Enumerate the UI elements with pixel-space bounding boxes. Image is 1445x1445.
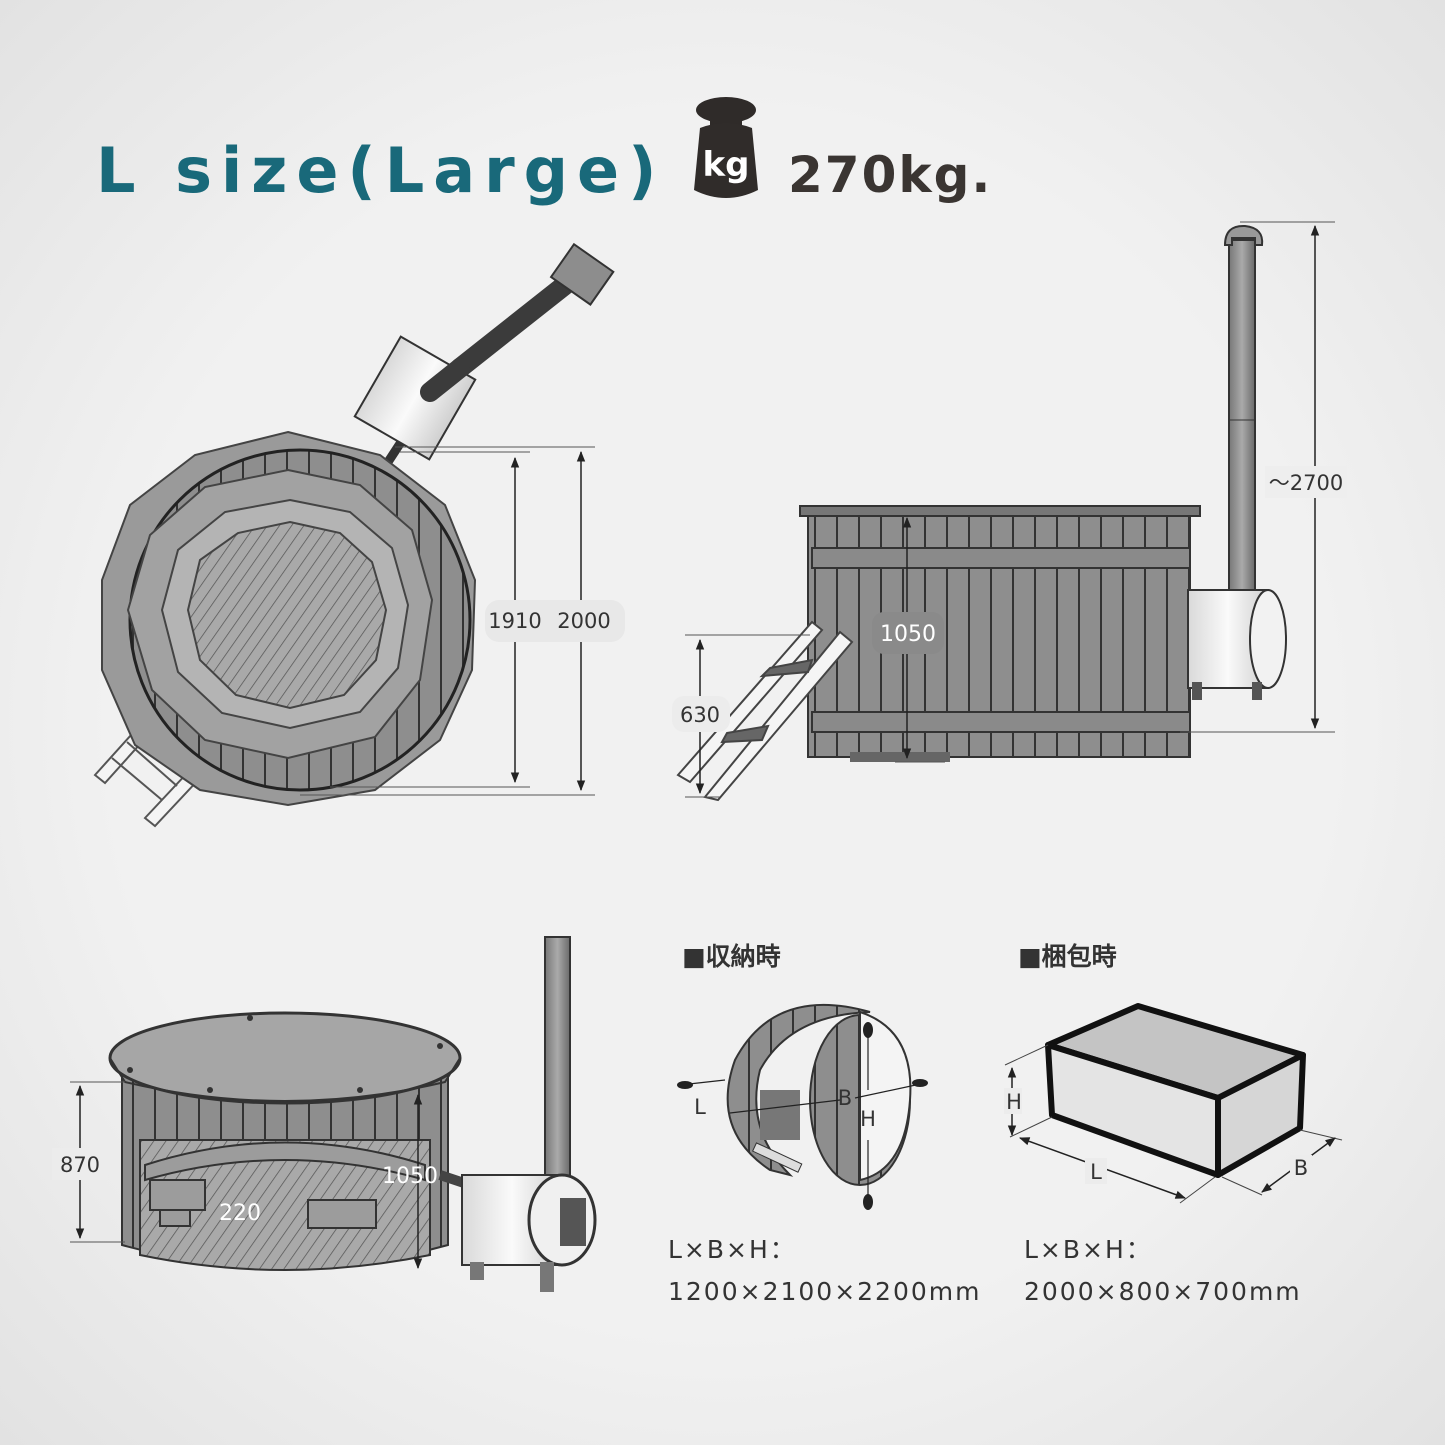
cutaway-view-drawing	[52, 936, 597, 1292]
packing-label-h: H	[1006, 1090, 1022, 1114]
storage-label-h: H	[860, 1107, 876, 1131]
packing-drawing	[1004, 1003, 1343, 1204]
packing-label-l: L	[1090, 1160, 1102, 1184]
packing-heading: ■梱包時	[1018, 942, 1117, 971]
storage-formula: L×B×H：	[668, 1235, 797, 1264]
packing-label-b: B	[1294, 1156, 1308, 1180]
packing-formula: L×B×H：	[1024, 1235, 1153, 1264]
dimension-tub-height: 1050	[880, 622, 936, 647]
weight-icon: kg	[694, 97, 758, 198]
page-title: L size(Large)	[96, 134, 665, 207]
dimension-step-height: 630	[680, 703, 720, 727]
packing-dimensions: 2000×800×700mm	[1024, 1277, 1302, 1306]
dimension-outer-diameter: 2000	[557, 609, 610, 633]
storage-label-l: L	[694, 1095, 706, 1119]
dimension-inner-tub-height: 1050	[382, 1164, 438, 1189]
weight-icon-label: kg	[703, 145, 750, 185]
dimension-outer-height: 870	[60, 1153, 100, 1177]
side-view-drawing	[672, 221, 1347, 802]
storage-label-b: B	[838, 1086, 852, 1110]
dimension-inner-diameter: 1910	[488, 609, 541, 633]
storage-heading: ■収納時	[682, 942, 781, 971]
top-view-drawing	[93, 242, 625, 828]
storage-dimensions: 1200×2100×2200mm	[668, 1277, 981, 1306]
dimension-total-height: ～2700	[1269, 471, 1343, 495]
storage-drawing	[677, 1003, 928, 1210]
weight-value: 270kg.	[788, 146, 992, 204]
dimension-bench-height: 220	[219, 1201, 261, 1226]
